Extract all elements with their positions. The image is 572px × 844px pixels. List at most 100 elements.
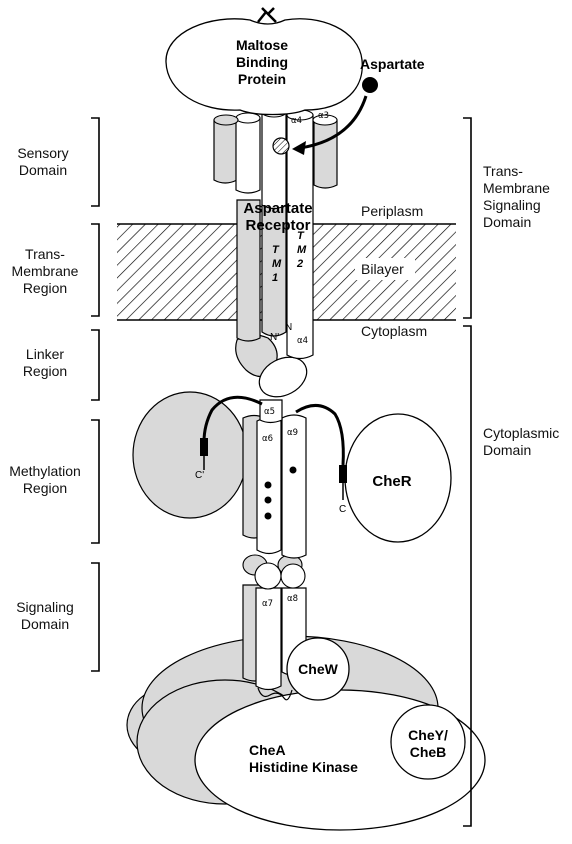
transmembrane-bracket [91, 223, 100, 317]
left-labels: Sensory Domain Trans- Membrane Region Li… [9, 145, 81, 632]
mbp-label-3: Protein [238, 71, 286, 87]
sensory-label-1: Sensory [17, 145, 68, 161]
tm1-label-m: M [272, 258, 282, 270]
tm-region-label-1: Trans- [25, 246, 65, 262]
maltose-binding-protein: Maltose Binding Protein [165, 7, 363, 116]
right-labels: Trans- Membrane Signaling Domain Cytopla… [483, 163, 559, 458]
tm-signaling-label-3: Signaling [483, 197, 541, 213]
sensory-helix-alpha1 [235, 114, 261, 194]
helix-a9-label: α9 [287, 428, 298, 438]
chea-label-1: CheA [249, 742, 286, 758]
right-brackets [463, 117, 472, 827]
methyl-site-1 [264, 481, 272, 489]
tm2-label-2: 2 [296, 258, 303, 270]
tm1-label-t: T [272, 244, 280, 256]
left-brackets [91, 117, 100, 672]
hinge-balls [242, 554, 306, 590]
methylation-bracket [91, 419, 100, 544]
sensory-helix-mid [261, 108, 287, 210]
cytoplasmic-bracket [463, 325, 472, 827]
c-tail-right [295, 404, 345, 466]
tm1-helix [261, 204, 287, 337]
signaling-label-2: Domain [21, 616, 69, 632]
cheyb-label-1: CheY/ [408, 727, 448, 743]
chew-label: CheW [298, 661, 338, 677]
aspartate-arrow [299, 95, 368, 150]
n-term-right-label: N [285, 322, 292, 333]
sensory-helix-back-right [313, 116, 338, 189]
mbp-label-2: Binding [236, 54, 288, 70]
left-partner-blob [132, 391, 248, 519]
methyl-site-3 [264, 512, 272, 520]
c-tail-left-tag [200, 438, 208, 456]
n-term-left-label: N' [270, 332, 279, 343]
cheyb-circle [390, 704, 466, 780]
helix-a4-lower-label: α4 [297, 336, 308, 346]
helix-a6-label: α6 [262, 434, 273, 444]
helix-a4-upper-label: α4 [291, 116, 302, 126]
helix-alpha5 [259, 399, 283, 424]
methyl-site-2 [264, 496, 272, 504]
mbp-hinge-mark [257, 7, 277, 23]
bilayer-label: Bilayer [361, 261, 404, 277]
helix-a3-label: α3 [318, 111, 329, 121]
tm-region-label-2: Membrane [12, 263, 79, 279]
helix-a5-label: α5 [264, 407, 275, 417]
sensory-helix-back-left [213, 116, 238, 184]
methylation-helices: α6 α9 [242, 414, 307, 559]
tm2-label-t: T [297, 230, 305, 242]
helix-a8-label: α8 [287, 594, 298, 604]
periplasm-label: Periplasm [361, 203, 423, 219]
linker-label-2: Region [23, 363, 67, 379]
mbp-label-1: Maltose [236, 37, 288, 53]
cytoplasmic-label-1: Cytoplasmic [483, 425, 559, 441]
tm-signaling-label-4: Domain [483, 214, 531, 230]
helix-alpha7 [255, 587, 282, 691]
mbp-body [165, 18, 363, 116]
receptor-label-2: Receptor [245, 217, 310, 234]
chea-kinase-complex: CheY/ CheB CheA Histidine Kinase [126, 635, 486, 831]
tm-helix-left-back [236, 199, 261, 342]
cher-label: CheR [372, 473, 411, 490]
linker-label-1: Linker [26, 346, 64, 362]
linker-bracket [91, 329, 100, 401]
signaling-bracket [91, 562, 100, 672]
aspartate-binding-site [272, 137, 290, 155]
c-term-right-label: C [339, 504, 346, 515]
tm1-label-1: 1 [272, 272, 278, 284]
cheyb-label-2: CheB [410, 744, 447, 760]
methylation-label-2: Region [23, 480, 67, 496]
sensory-helix-cap-5 [213, 114, 239, 126]
methyl-site-4 [289, 466, 297, 474]
sensory-bracket [91, 117, 100, 207]
bilayer-label-mask [355, 258, 415, 280]
tm-signaling-label-2: Membrane [483, 180, 550, 196]
tm-signaling-label-1: Trans- [483, 163, 523, 179]
signaling-helices: α7 α8 [242, 584, 307, 701]
c-tail-right-tag [339, 465, 347, 483]
c-term-left-label: C' [195, 470, 204, 481]
helix-alpha9 [281, 414, 307, 559]
c-tail-left [202, 395, 263, 443]
signaling-label-1: Signaling [16, 599, 74, 615]
receptor-label-1: Aspartate [243, 200, 312, 217]
sensory-label-2: Domain [19, 162, 67, 178]
aspartate-molecule [362, 77, 378, 93]
tm-region-label-3: Region [23, 280, 67, 296]
chew-circle [286, 637, 350, 701]
methylation-label-1: Methylation [9, 463, 81, 479]
hairpin-loop [257, 687, 293, 701]
sensory-helix-cap-1 [235, 112, 261, 124]
sensory-helix-cap-4 [312, 114, 338, 126]
linker-right-lobe [258, 356, 308, 398]
chea-label-2: Histidine Kinase [249, 759, 358, 775]
transmembrane-helices: T M 1 T M 2 N' N α4 [236, 111, 314, 360]
tm-signaling-bracket [463, 117, 472, 319]
helix-a7-label: α7 [262, 599, 273, 609]
cytoplasm-label: Cytoplasm [361, 323, 427, 339]
cytoplasmic-label-2: Domain [483, 442, 531, 458]
aspartate-label: Aspartate [360, 56, 425, 72]
aspartate-arrowhead [292, 141, 306, 155]
sensory-helices: α1 α2 α3 α4 [213, 103, 338, 210]
